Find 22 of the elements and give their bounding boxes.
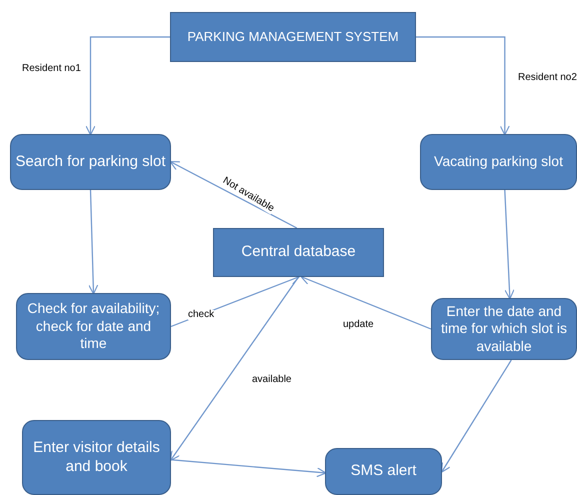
system-box: Central database	[213, 228, 384, 277]
edge-label: check	[188, 310, 214, 320]
edge-label: Resident no1	[22, 64, 81, 74]
process-box: Vacating parking slot	[420, 134, 577, 190]
arrow	[504, 190, 514, 300]
process-box: SMS alert	[325, 448, 442, 495]
edge-label: Resident no2	[518, 73, 577, 83]
arrow	[416, 36, 510, 136]
edge-label: update	[343, 320, 374, 330]
process-box: Enter the date and time for which slot is available	[431, 298, 577, 360]
arrow	[440, 360, 512, 473]
process-box: Check for availability; check for date and time	[16, 293, 171, 360]
arrow	[170, 161, 298, 229]
arrow	[170, 276, 299, 462]
process-box: Enter visitor details and book	[22, 420, 171, 495]
system-box: PARKING MANAGEMENT SYSTEM	[170, 12, 416, 62]
arrow	[170, 459, 326, 478]
edge-label: available	[252, 375, 292, 385]
arrow	[88, 190, 98, 294]
arrow	[300, 275, 432, 330]
process-box: Search for parking slot	[10, 134, 171, 190]
arrow	[85, 36, 170, 136]
